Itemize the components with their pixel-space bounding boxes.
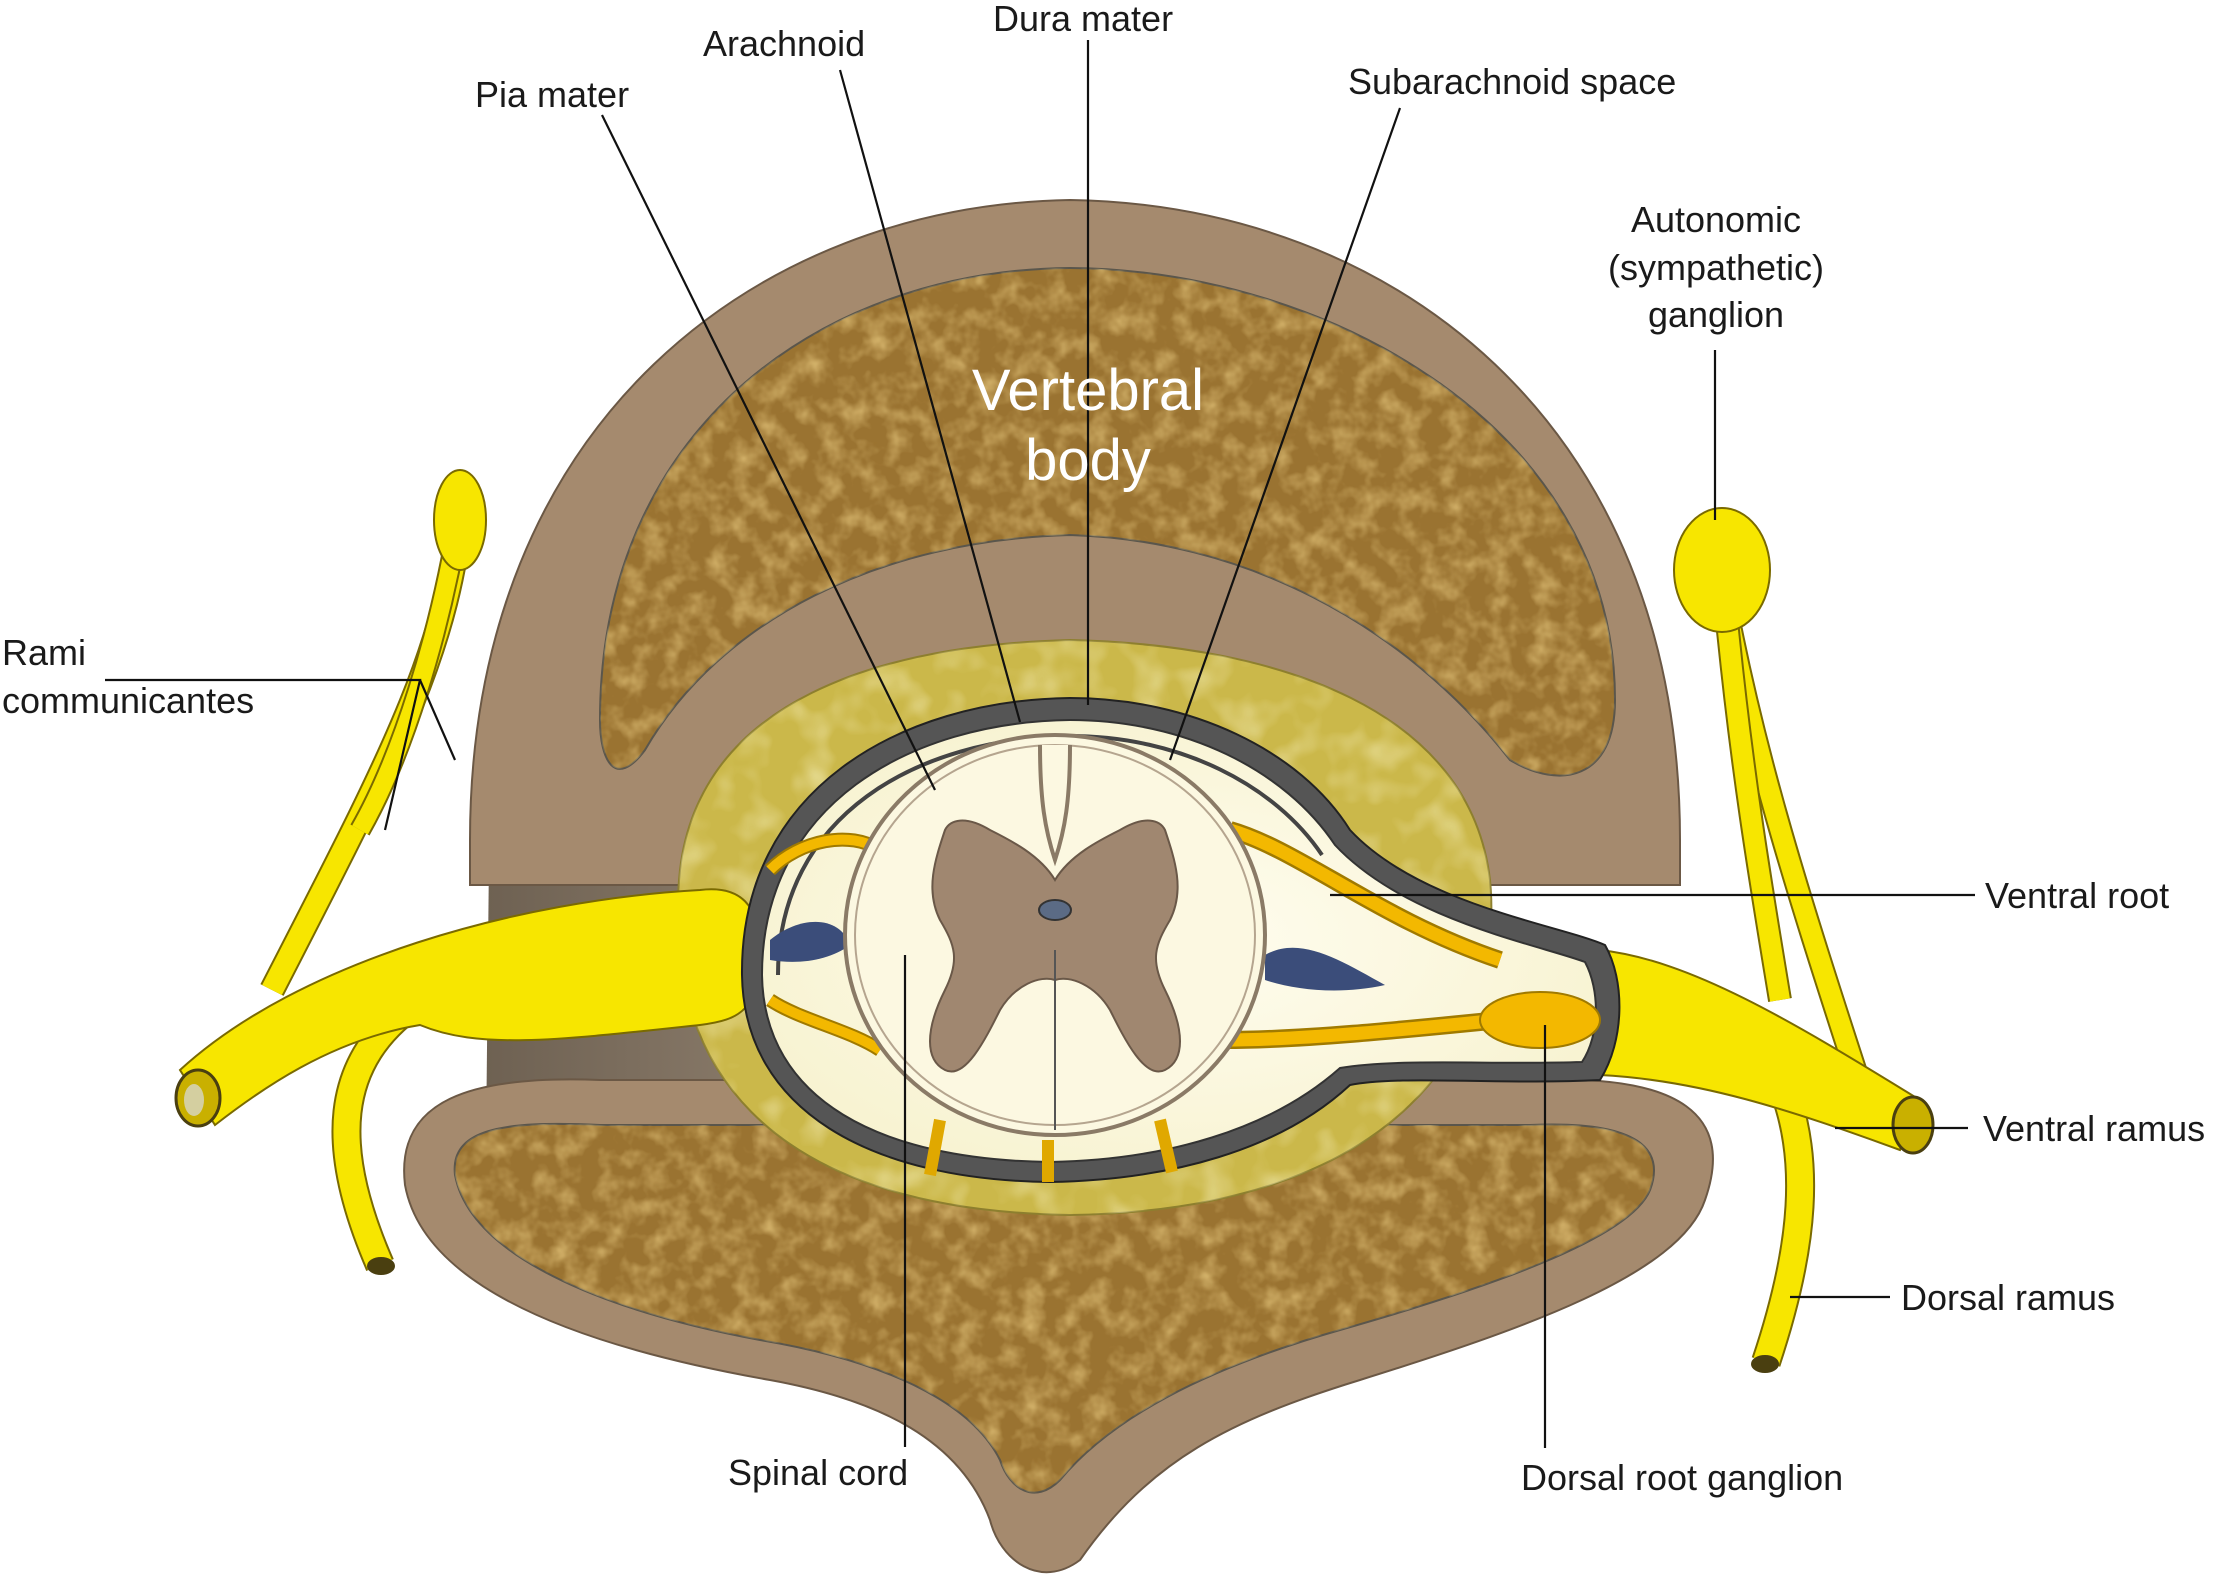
nerve-roots — [765, 821, 1601, 1182]
label-pia-mater: Pia mater — [475, 74, 629, 115]
leader-subarachnoid-space — [1168, 107, 1402, 761]
central-canal — [1038, 899, 1072, 921]
label-dura-mater: Dura mater — [993, 0, 1173, 39]
dorsal-root-ganglion — [1479, 991, 1601, 1049]
left-venous-space — [770, 921, 850, 962]
label-spinal-cord: Spinal cord — [728, 1452, 908, 1493]
rootlet-left — [924, 1118, 946, 1177]
label-autonomic-line3: ganglion — [1648, 294, 1784, 335]
right-sympathetic-ganglion — [1673, 507, 1771, 633]
labels: Pia mater Arachnoid Dura mater Subarachn… — [2, 0, 2205, 1498]
spinal-cord — [843, 733, 1267, 1137]
label-ventral-ramus: Ventral ramus — [1983, 1108, 2205, 1149]
label-rami-line1: Rami — [2, 632, 86, 673]
label-vertebral-body-line1: Vertebral — [972, 358, 1204, 423]
label-ventral-root: Ventral root — [1985, 875, 2169, 916]
label-subarachnoid-space: Subarachnoid space — [1348, 61, 1676, 102]
label-autonomic-line2: (sympathetic) — [1608, 247, 1824, 288]
label-vertebral-body-line2: body — [1025, 428, 1151, 493]
left-sympathetic-ganglion — [433, 469, 487, 571]
label-rami-line2: communicantes — [2, 680, 254, 721]
leader-arachnoid — [838, 69, 1022, 723]
label-dorsal-ramus: Dorsal ramus — [1901, 1277, 2115, 1318]
rootlet-right — [1154, 1118, 1178, 1174]
median-fissure — [1038, 744, 1072, 867]
right-venous-space — [1265, 947, 1385, 991]
leader-pia-mater — [601, 114, 936, 791]
label-arachnoid: Arachnoid — [703, 23, 865, 64]
label-dorsal-root-ganglion: Dorsal root ganglion — [1521, 1457, 1843, 1498]
right-nerve-cut-end — [1891, 1095, 1935, 1155]
leader-lines — [105, 40, 1975, 1448]
right-nerves — [1599, 507, 1935, 1373]
label-autonomic-line1: Autonomic — [1631, 199, 1801, 240]
